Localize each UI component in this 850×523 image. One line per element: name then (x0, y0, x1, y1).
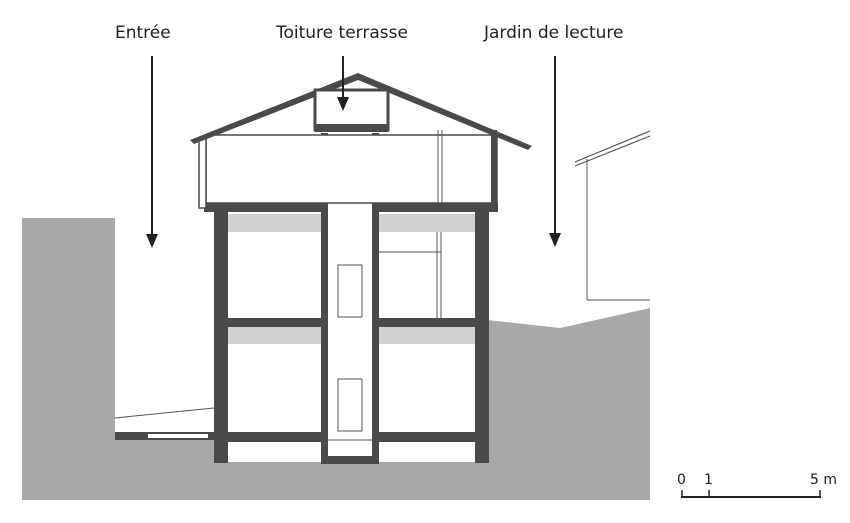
attic-left-wall (198, 137, 207, 209)
ground-mass (22, 218, 650, 500)
ceiling-band-upper (228, 214, 325, 232)
shaft-window-bottom (337, 378, 363, 432)
neighbour-roof-b (574, 135, 651, 167)
scale-label-zero: 0 (677, 472, 686, 488)
ceiling-band-lower-right (377, 326, 475, 344)
attic-right-wall (491, 130, 497, 210)
arrow-entree-head (146, 234, 158, 248)
roof-terrace-recess (315, 90, 388, 130)
ceiling-band-upper-right (377, 214, 475, 232)
entrance-slope-line (114, 407, 215, 419)
entrance-step (148, 434, 208, 438)
neighbour-roof (574, 130, 651, 163)
shaft-left-wall (321, 133, 328, 464)
shaft-right-wall (372, 133, 379, 464)
label-jardin-de-lecture: Jardin de lecture (484, 23, 624, 43)
ceiling-band-lower (228, 326, 325, 344)
scale-label-one: 1 (704, 472, 713, 488)
shaft-window-middle (337, 264, 363, 318)
right-wall (475, 208, 489, 463)
left-wall (214, 208, 228, 463)
label-entree: Entrée (115, 23, 171, 43)
arrow-toiture-head (337, 97, 349, 111)
roof-terrace-slab (315, 124, 388, 132)
attic-space (205, 134, 498, 204)
scale-label-five: 5 m (810, 472, 837, 488)
arrow-jardin-head (549, 233, 561, 247)
shaft-bottom (321, 456, 379, 464)
label-toiture-terrasse: Toiture terrasse (276, 23, 408, 43)
